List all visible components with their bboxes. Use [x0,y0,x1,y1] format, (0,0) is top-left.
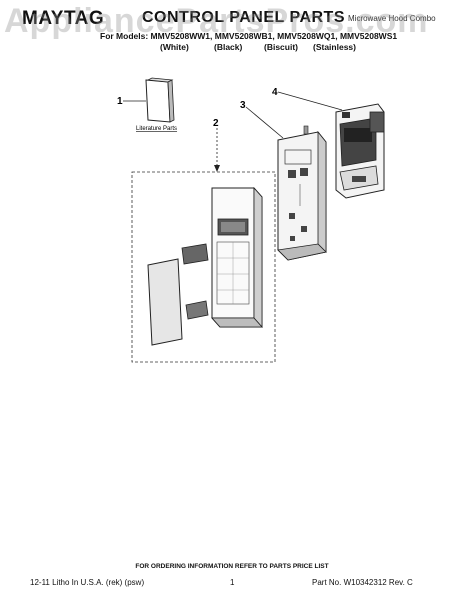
control-bracket: 4 [272,87,385,199]
literature-part: 1 Literature Parts [117,77,177,132]
page-number: 1 [230,578,235,587]
part-number: Part No. W10342312 Rev. C [312,578,413,587]
finish-white: (White) [160,42,189,52]
ordering-note: FOR ORDERING INFORMATION REFER TO PARTS … [135,563,329,570]
finish-stainless: (Stainless) [313,42,356,52]
callout-2: 2 [213,118,219,129]
finish-biscuit: (Biscuit) [264,42,298,52]
control-panel-assembly: 2 [131,118,276,363]
litho-info: 12-11 Litho In U.S.A. (rek) (psw) [30,578,145,587]
watermark: AppliancePartsPros.com [4,2,429,40]
callout-4: 4 [272,87,278,98]
literature-label: Literature Parts [136,126,177,132]
panel-frame: 3 [240,100,327,261]
callout-3: 3 [240,100,246,111]
brand-logo: MAYTAG [22,8,105,29]
model-list: For Models: MMV5208WW1, MMV5208WB1, MMV5… [100,31,398,41]
finish-black: (Black) [214,42,243,52]
callout-1: 1 [117,96,123,107]
page-title: CONTROL PANEL PARTS [142,9,345,26]
page-subtitle: Microwave Hood Combo [348,14,436,23]
